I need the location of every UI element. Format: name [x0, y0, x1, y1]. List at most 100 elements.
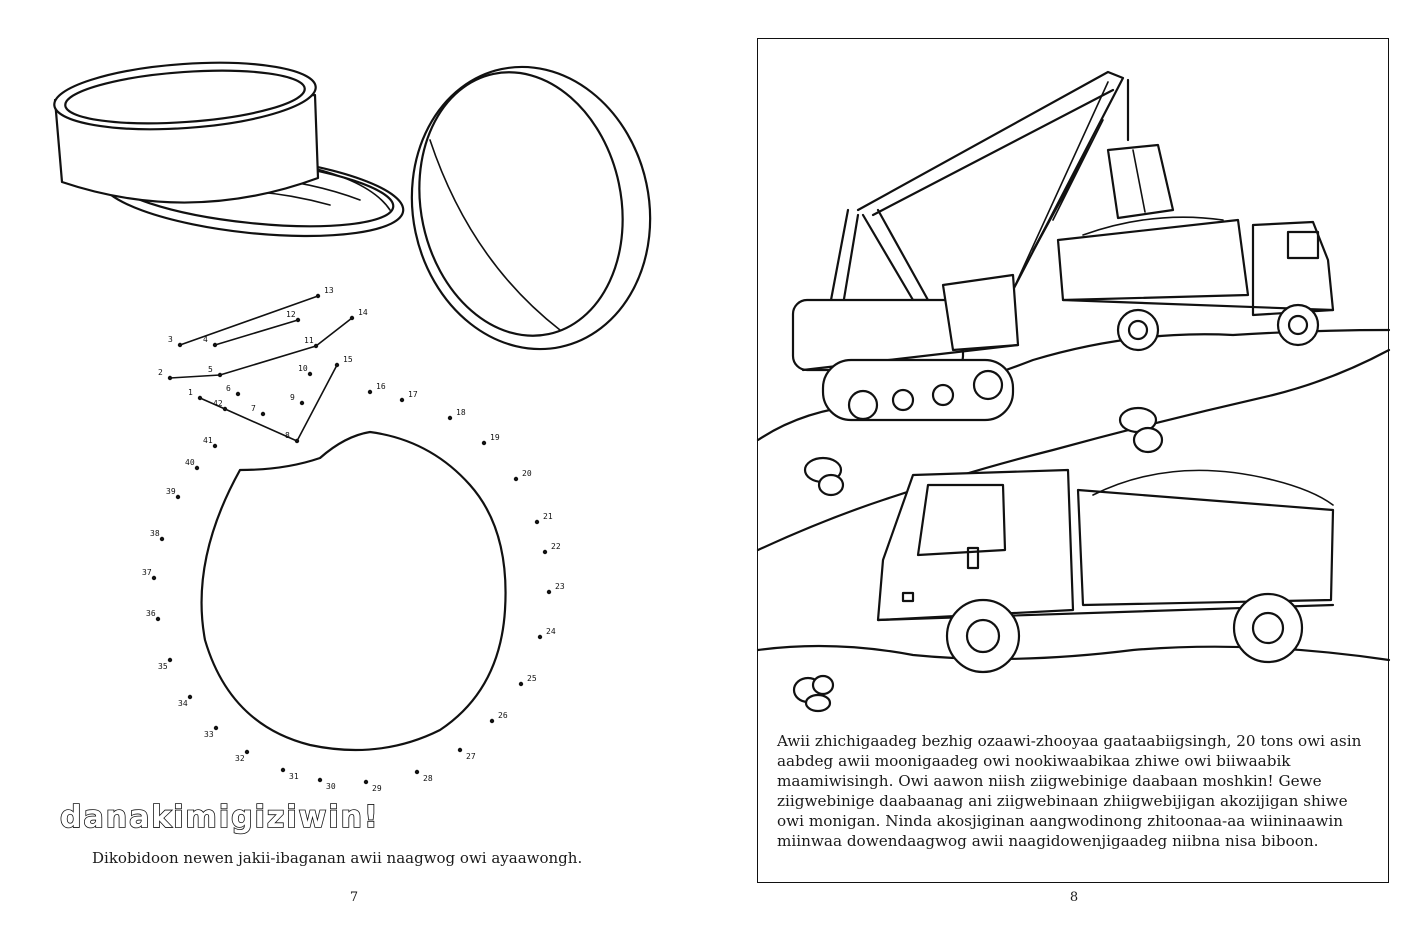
dot-number-label: 37 [142, 568, 152, 577]
dot-number-label: 9 [290, 393, 295, 402]
dot-point [155, 616, 161, 622]
tin-illustration [53, 61, 652, 351]
dot-point [542, 549, 548, 555]
dot-point [447, 415, 453, 421]
dot-number-label: 14 [358, 308, 368, 317]
dot-point [315, 293, 321, 299]
dot-number-label: 10 [298, 364, 308, 373]
dot-number-label: 25 [527, 674, 537, 683]
dot-point [363, 779, 369, 785]
dot-number-label: 4 [203, 335, 208, 344]
dot-point [212, 342, 218, 348]
dot-number-label: 32 [235, 754, 245, 763]
dot-point [177, 342, 183, 348]
dot-connector-line [169, 374, 221, 379]
dot-point [260, 411, 266, 417]
dot-point [213, 725, 219, 731]
crane-excavator [791, 70, 1175, 422]
dot-number-label: 42 [213, 399, 223, 408]
dot-number-label: 26 [498, 711, 508, 720]
dot-number-label: 16 [376, 382, 386, 391]
dot-point [222, 406, 228, 412]
dot-connector-line [224, 408, 298, 442]
dot-point [280, 767, 286, 773]
dot-point [294, 438, 300, 444]
dot-number-label: 11 [304, 336, 314, 345]
dot-point [513, 476, 519, 482]
dot-point [295, 317, 301, 323]
ground-hill-bottom [756, 348, 1391, 552]
dump-truck-back [1056, 216, 1335, 352]
dot-point [167, 375, 173, 381]
dot-connector-line [296, 364, 338, 442]
page-number-left: 7 [349, 890, 359, 905]
dot-point [217, 372, 223, 378]
story-text: Awii zhichigaadeg bezhig ozaawi-zhooyaa … [777, 732, 1362, 850]
dot-number-label: 6 [226, 384, 231, 393]
dot-number-label: 31 [289, 772, 299, 781]
dot-number-label: 34 [178, 699, 188, 708]
dot-point [457, 747, 463, 753]
dot-number-label: 30 [326, 782, 336, 791]
dot-point [481, 440, 487, 446]
dot-point [537, 634, 543, 640]
dot-point [235, 391, 241, 397]
page-number-right: 8 [1069, 890, 1079, 905]
dot-point [334, 362, 340, 368]
dot-point [534, 519, 540, 525]
dot-number-label: 22 [551, 542, 561, 551]
dot-connector-line [214, 319, 299, 346]
dot-connector-line [199, 397, 226, 410]
dot-point [299, 400, 305, 406]
dot-number-label: 41 [203, 436, 213, 445]
dot-number-label: 2 [158, 368, 163, 377]
dot-point [367, 389, 373, 395]
dot-number-label: 28 [423, 774, 433, 783]
dot-connector-line [315, 317, 353, 347]
dot-number-label: 24 [546, 627, 556, 636]
dot-point [159, 536, 165, 542]
dot-point [212, 443, 218, 449]
dot-point [187, 694, 193, 700]
right-page: Awii zhichigaadeg bezhig ozaawi-zhooyaa … [713, 0, 1426, 926]
dot-connector-line [179, 295, 319, 346]
dot-number-label: 15 [343, 355, 353, 364]
dot-connector-line [219, 345, 317, 376]
dot-number-label: 8 [285, 431, 290, 440]
dot-number-label: 23 [555, 582, 565, 591]
rocks [792, 406, 1164, 713]
dot-number-label: 40 [185, 458, 195, 467]
dot-point [349, 315, 355, 321]
dot-number-label: 19 [490, 433, 500, 442]
dot-point [151, 575, 157, 581]
dot-point [194, 465, 200, 471]
dot-number-label: 39 [166, 487, 176, 496]
dot-point [414, 769, 420, 775]
dot-number-label: 17 [408, 390, 418, 399]
dot-number-label: 38 [150, 529, 160, 538]
dot-point [399, 397, 405, 403]
dot-number-label: 20 [522, 469, 532, 478]
construction-illustration [756, 70, 1391, 713]
dot-point [317, 777, 323, 783]
dot-number-label: 21 [543, 512, 553, 521]
activity-instruction: Dikobidoon newen jakii-ibaganan awii naa… [92, 849, 583, 867]
dot-number-label: 12 [286, 310, 296, 319]
dot-number-label: 35 [158, 662, 168, 671]
dot-number-label: 5 [208, 365, 213, 374]
dot-point [546, 589, 552, 595]
dot-point [313, 343, 319, 349]
dot-point [244, 749, 250, 755]
dump-truck-front [876, 468, 1335, 674]
dot-number-label: 36 [146, 609, 156, 618]
dot-point [175, 494, 181, 500]
activity-title: danakimigiziwin! [59, 799, 380, 836]
dot-number-label: 33 [204, 730, 214, 739]
puzzle-shape-outline [200, 430, 507, 752]
dot-point [307, 371, 313, 377]
dot-number-label: 1 [188, 388, 193, 397]
dot-point [518, 681, 524, 687]
